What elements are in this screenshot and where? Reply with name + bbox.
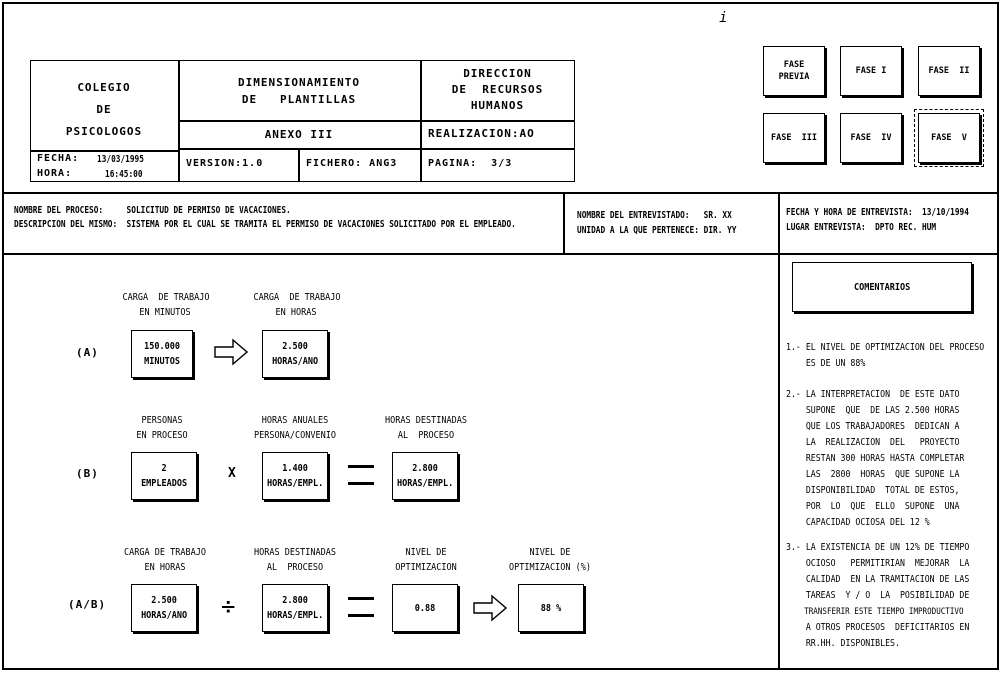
arrow-right-icon	[473, 594, 507, 622]
comments-title-box: COMENTARIOS	[792, 262, 972, 312]
phase-1-button[interactable]: FASE I	[840, 46, 902, 96]
equals-operator	[348, 465, 374, 485]
row-ab-label: (A/B)	[68, 598, 107, 611]
hora-value: 16:45:00	[105, 169, 143, 180]
row-b-label: (B)	[76, 467, 99, 480]
row-a-label: (A)	[76, 346, 99, 359]
stray-mark: i	[719, 10, 728, 26]
phase-3-button[interactable]: FASE III	[763, 113, 825, 163]
multiply-operator: X	[228, 466, 237, 481]
phase-previa-button[interactable]: FASE PREVIA	[763, 46, 825, 96]
fecha-value: 13/03/1995	[97, 154, 144, 165]
version-label: VERSION:1.0	[186, 158, 264, 169]
divide-operator: ÷	[221, 592, 236, 620]
realizacion-label: REALIZACION:AO	[428, 127, 535, 140]
annex-label: ANEXO III	[264, 128, 334, 141]
equals-operator	[348, 597, 374, 617]
arrow-right-icon	[214, 338, 248, 366]
comment-1: 1.- EL NIVEL DE OPTIMIZACION DEL PROCESO…	[786, 342, 985, 369]
row-ab-box-ratio: 0.88	[392, 584, 458, 632]
phase-2-button[interactable]: FASE II	[918, 46, 980, 96]
phase-4-button[interactable]: FASE IV	[840, 113, 902, 163]
comment-3: 3.- LA EXISTENCIA DE UN 12% DE TIEMPO OC…	[786, 542, 970, 649]
interview-date: FECHA Y HORA DE ENTREVISTA: 13/10/1994	[786, 207, 969, 218]
hora-label: HORA:	[37, 168, 73, 179]
pagina-label: PAGINA: 3/3	[428, 158, 513, 169]
process-name: NOMBRE DEL PROCESO: SOLICITUD DE PERMISO…	[14, 205, 291, 216]
phase-5-button[interactable]: FASE V	[914, 109, 984, 167]
fecha-label: FECHA:	[37, 153, 80, 164]
interviewee-name: NOMBRE DEL ENTREVISTADO: SR. XX	[577, 210, 732, 221]
fichero-label: FICHERO: ANG3	[306, 158, 398, 169]
interview-place: LUGAR ENTREVISTA: DPTO REC. HUM	[786, 222, 937, 233]
row-ab-box-percent: 88 %	[518, 584, 584, 632]
comment-2: 2.- LA INTERPRETACION DE ESTE DATO SUPON…	[786, 389, 965, 528]
process-description: DESCRIPCION DEL MISMO: SISTEMA POR EL CU…	[14, 219, 516, 230]
interviewee-unit: UNIDAD A LA QUE PERTENECE: DIR. YY	[577, 225, 737, 236]
